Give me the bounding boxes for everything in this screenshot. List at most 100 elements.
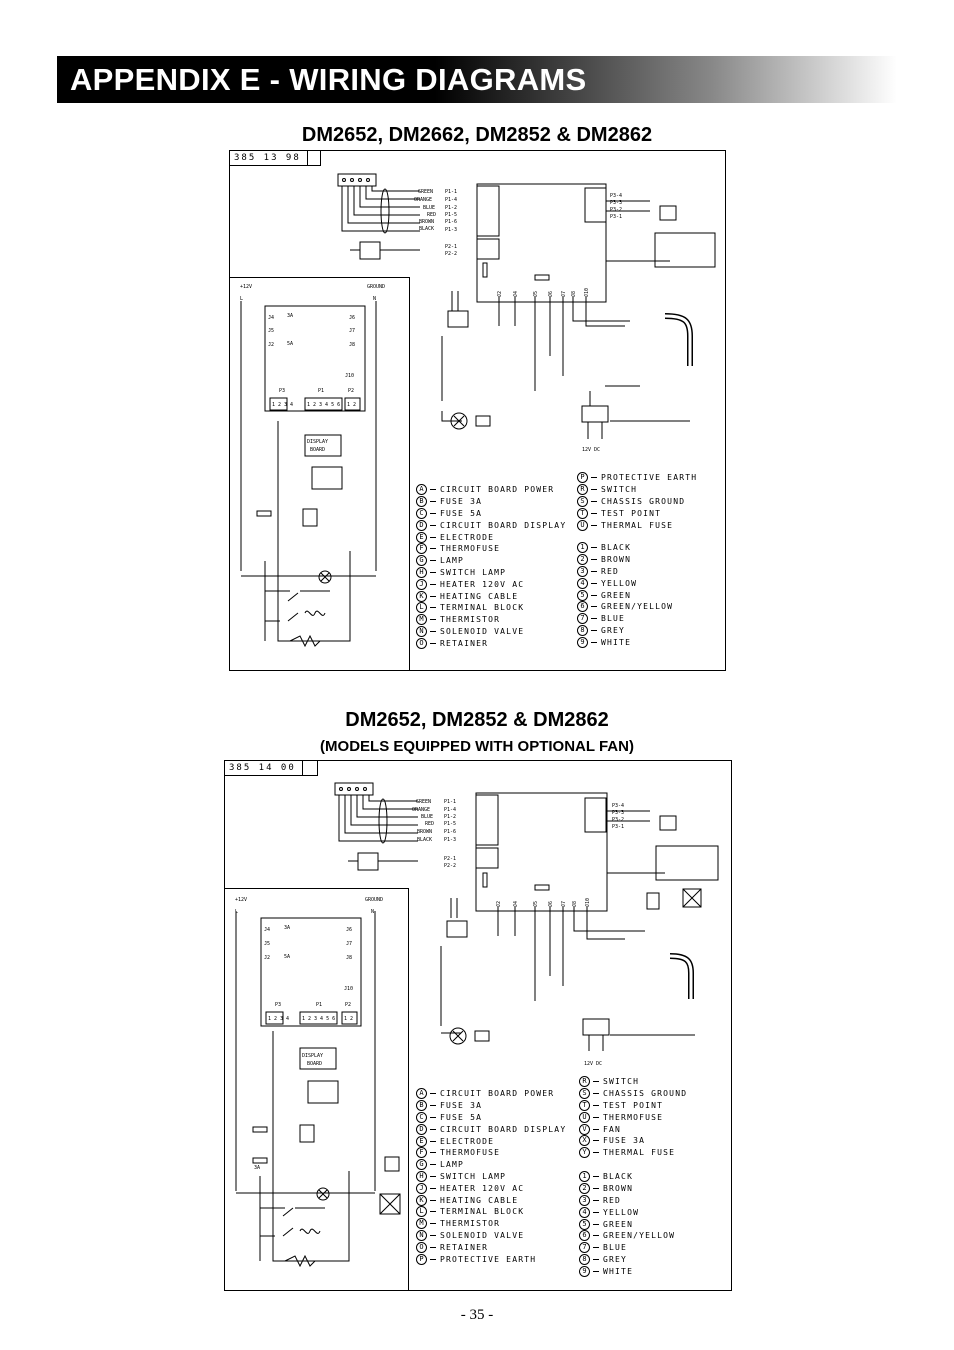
svg-text:J4: J4 xyxy=(513,291,519,297)
svg-text:P1: P1 xyxy=(318,388,324,394)
legend-key: 5 xyxy=(577,589,588,601)
legend-item: K HEATING CABLE xyxy=(416,1194,566,1206)
legend-dash xyxy=(430,524,436,526)
legend-label: YELLOW xyxy=(603,1207,640,1217)
legend-dash xyxy=(430,512,436,514)
legend-key: 2 xyxy=(579,1183,590,1195)
legend-label: FUSE 3A xyxy=(440,497,483,507)
svg-text:ORANGE: ORANGE xyxy=(412,807,430,813)
legend-label: YELLOW xyxy=(601,578,638,588)
legend-label: HEATING CABLE xyxy=(440,1195,519,1205)
legend-key: U xyxy=(577,519,588,531)
diagram2-subtitle: (MODELS EQUIPPED WITH OPTIONAL FAN) xyxy=(320,738,634,755)
wire-brown: BROWN xyxy=(419,219,434,225)
legend-dash xyxy=(430,1093,436,1095)
legend-key: K xyxy=(416,1194,427,1206)
svg-text:P2: P2 xyxy=(345,1002,351,1008)
legend-label: THERMOFUSE xyxy=(603,1112,664,1122)
legend-dash xyxy=(591,512,597,514)
legend-label: FUSE 3A xyxy=(440,1101,483,1111)
legend-key: L xyxy=(416,1206,427,1218)
legend-label: CHASSIS GROUND xyxy=(601,496,686,506)
svg-text:P2-1: P2-1 xyxy=(444,856,456,862)
legend-key: 7 xyxy=(577,613,588,625)
legend-key: T xyxy=(579,1099,590,1111)
svg-text:P3-3: P3-3 xyxy=(610,200,622,206)
legend-label: PROTECTIVE EARTH xyxy=(601,473,698,483)
svg-text:P1-6: P1-6 xyxy=(445,219,457,225)
svg-text:P1-4: P1-4 xyxy=(445,197,457,203)
svg-text:J4: J4 xyxy=(268,315,274,321)
svg-text:P1-4: P1-4 xyxy=(444,807,456,813)
svg-text:N: N xyxy=(371,909,374,915)
svg-text:P3: P3 xyxy=(279,388,285,394)
legend-dash xyxy=(591,547,597,549)
part-number-box xyxy=(302,151,321,166)
svg-text:BLACK: BLACK xyxy=(417,837,432,843)
legend-dash xyxy=(591,500,597,502)
svg-text:P1-1: P1-1 xyxy=(445,189,457,195)
legend-dash xyxy=(591,641,597,643)
wire-red: RED xyxy=(427,212,436,218)
legend-key: E xyxy=(416,1135,427,1147)
diagram1-part-number: 385 13 98 xyxy=(230,151,308,166)
svg-text:BLUE: BLUE xyxy=(421,814,433,820)
legend-dash xyxy=(430,1187,436,1189)
svg-text:P1-5: P1-5 xyxy=(444,821,456,827)
power-board xyxy=(476,183,607,303)
legend-dash xyxy=(430,1211,436,1213)
legend-label: RED xyxy=(601,566,620,576)
legend-dash xyxy=(430,501,436,503)
svg-text:P1-3: P1-3 xyxy=(445,227,457,233)
svg-text:1 2 3 4 5 6: 1 2 3 4 5 6 xyxy=(307,402,340,408)
legend-label: BLUE xyxy=(601,614,626,624)
svg-text:1 2: 1 2 xyxy=(347,402,356,408)
svg-text:12V DC: 12V DC xyxy=(584,1061,602,1067)
legend-dash xyxy=(430,1199,436,1201)
legend-key: F xyxy=(416,543,427,555)
svg-text:3A: 3A xyxy=(254,1165,260,1171)
svg-text:P3: P3 xyxy=(275,1002,281,1008)
legend-key: 4 xyxy=(579,1206,590,1218)
svg-text:P2-2: P2-2 xyxy=(445,251,457,257)
legend-key: G xyxy=(416,1159,427,1171)
svg-text:P3-4: P3-4 xyxy=(612,803,624,809)
legend-dash xyxy=(593,1247,599,1249)
legend-dash xyxy=(430,1140,436,1142)
legend-label: GREY xyxy=(603,1254,628,1264)
legend-label: GREEN/YELLOW xyxy=(603,1231,676,1241)
wire-black: BLACK xyxy=(419,226,434,232)
legend-dash xyxy=(430,1175,436,1177)
svg-text:J5: J5 xyxy=(533,291,539,297)
legend-dash xyxy=(430,619,436,621)
legend-dash xyxy=(591,606,597,608)
svg-text:P1-6: P1-6 xyxy=(444,829,456,835)
svg-text:L: L xyxy=(235,909,238,915)
svg-text:1 2 3 4 5 6: 1 2 3 4 5 6 xyxy=(302,1016,335,1022)
svg-text:J8: J8 xyxy=(346,955,352,961)
legend-dash xyxy=(593,1199,599,1201)
legend-dash xyxy=(430,1164,436,1166)
legend-key: D xyxy=(416,1123,427,1135)
legend-key: 9 xyxy=(579,1265,590,1277)
diagram1-frame: 385 13 98 xyxy=(229,150,726,671)
